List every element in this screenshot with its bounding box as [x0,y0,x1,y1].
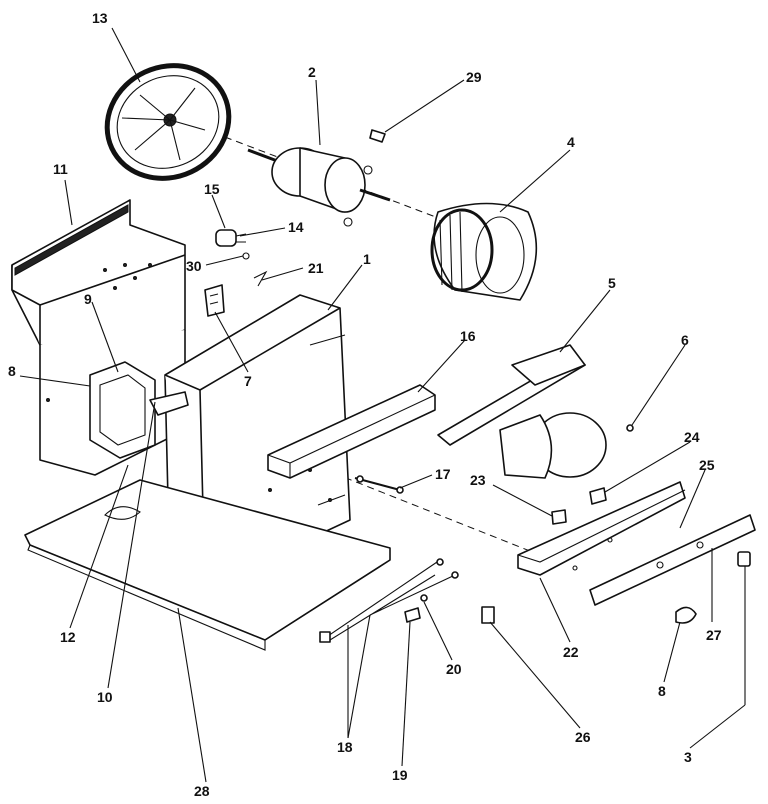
relay-part [404,607,421,623]
callout-24: 24 [684,429,700,445]
callout-6: 6 [681,332,689,348]
bracket-clip [551,509,567,525]
callout-7: 7 [244,373,252,389]
callout-2: 2 [308,64,316,80]
screw-part [626,424,634,432]
callout-14: 14 [288,219,304,235]
callout-29: 29 [466,69,482,85]
wiring-harness [319,558,459,643]
duct-collar [89,361,156,459]
control-bracket [517,481,686,576]
callout-18: 18 [337,739,353,755]
scroll-housing [437,344,607,479]
callout-20: 20 [446,661,462,677]
callout-22: 22 [563,644,579,660]
support-channel [267,384,436,479]
callout-17: 17 [435,466,451,482]
callout-27: 27 [706,627,722,643]
rotary-switch [737,551,751,567]
callout-8-left: 8 [8,363,16,379]
mount-bracket [204,284,225,317]
control-knob [675,606,697,624]
callout-1: 1 [363,251,371,267]
mount-bolt [354,475,404,494]
callout-13: 13 [92,10,108,26]
callout-15: 15 [204,181,220,197]
callout-8-right: 8 [658,683,666,699]
callout-28: 28 [194,783,210,799]
capacitor-part [215,229,250,260]
blower-wheel-rear [430,202,538,301]
spring-clip [589,487,607,505]
callout-25: 25 [699,457,715,473]
wire-part [253,270,268,287]
callout-10: 10 [97,689,113,705]
callout-19: 19 [392,767,408,783]
callout-16: 16 [460,328,476,344]
callout-4: 4 [567,134,575,150]
callout-5: 5 [608,275,616,291]
callout-3: 3 [684,749,692,765]
callout-11: 11 [53,161,68,177]
base-pan [24,479,391,651]
callout-9: 9 [84,291,92,307]
blower-motor [247,147,391,227]
callout-12: 12 [60,629,76,645]
cover-plate [589,514,756,606]
callout-30: 30 [186,258,202,274]
motor-axis-line [179,119,471,231]
terminal-block [481,606,495,624]
blower-wheel-front [104,63,232,181]
callout-23: 23 [470,472,486,488]
callout-21: 21 [308,260,324,276]
fuse-part [420,594,428,602]
callout-26: 26 [575,729,591,745]
clip-part [369,129,386,143]
leader-lines [19,27,746,783]
